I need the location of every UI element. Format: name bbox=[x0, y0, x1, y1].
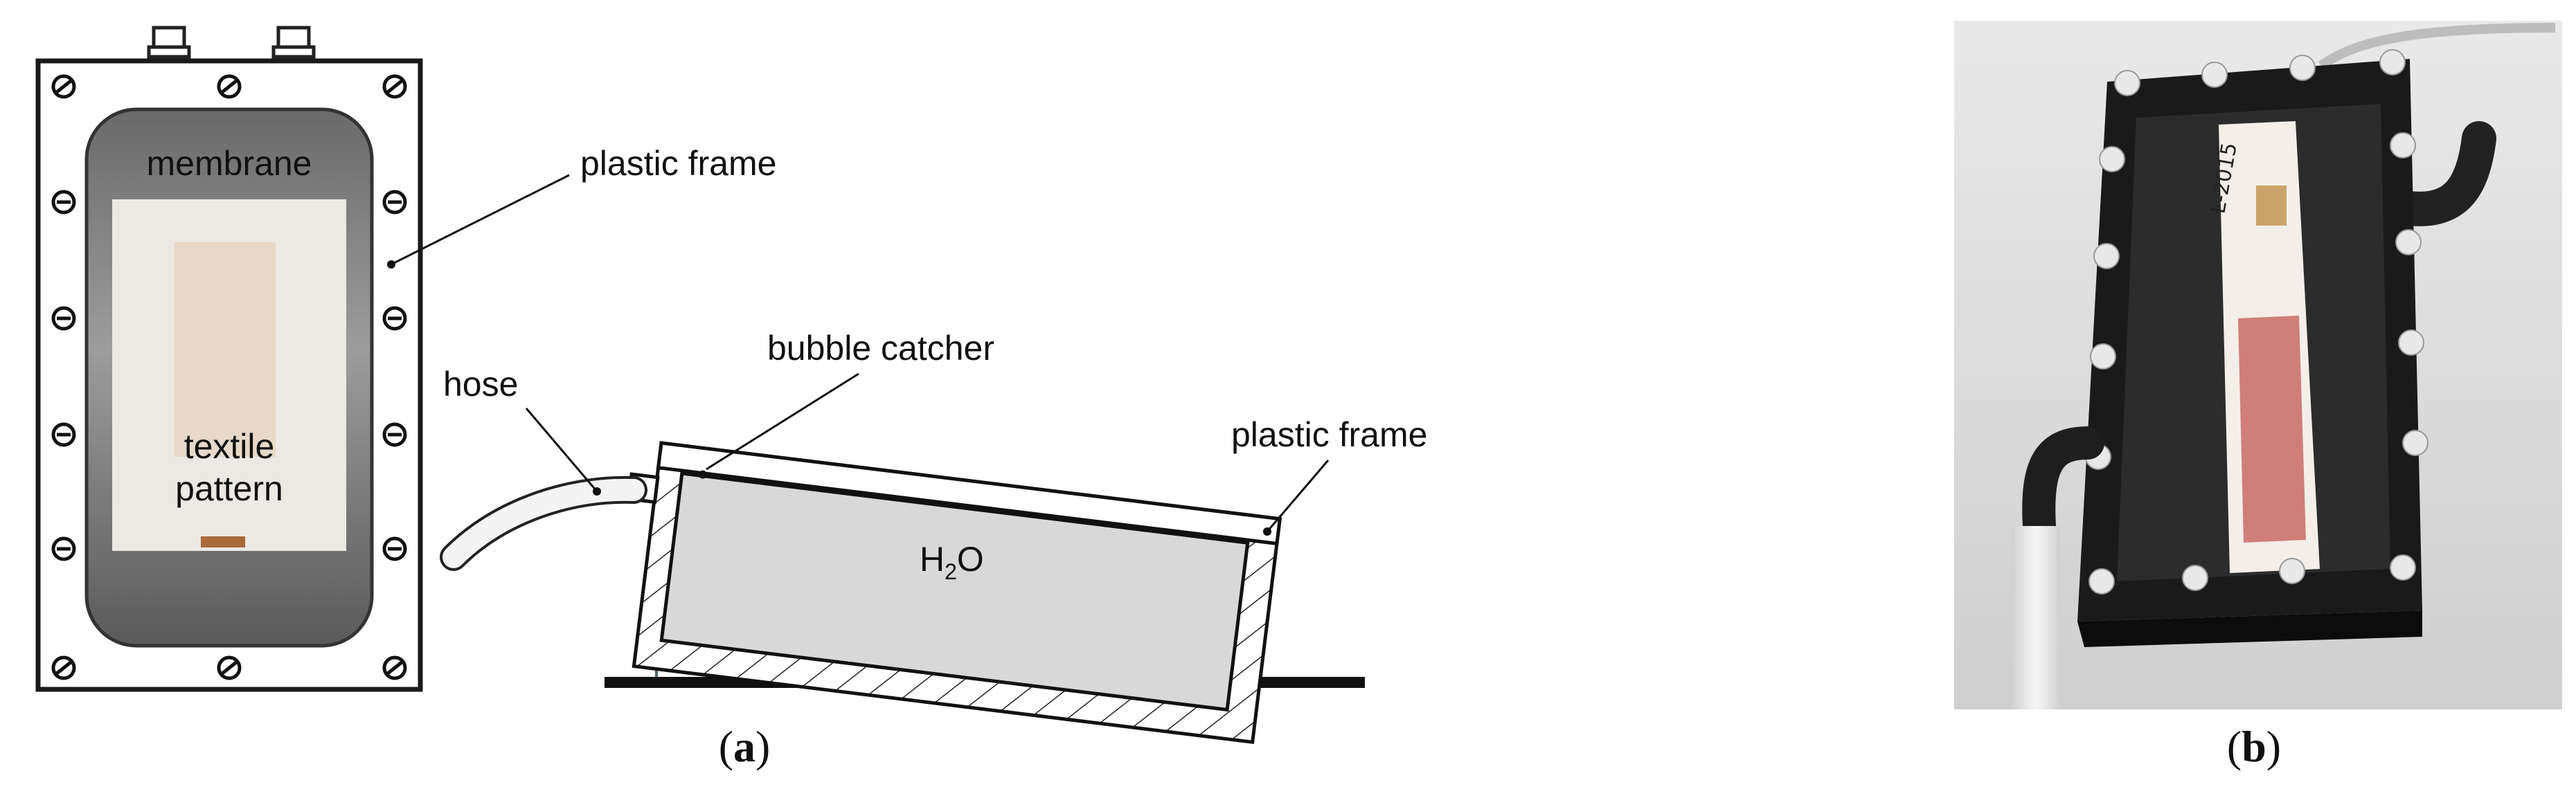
photo-sensor-chip bbox=[2256, 185, 2287, 226]
photo-elbow-right bbox=[2386, 121, 2496, 226]
leader-dot bbox=[1263, 527, 1271, 536]
top-connector-left bbox=[147, 26, 191, 59]
label-hose: hose bbox=[443, 365, 518, 403]
photo-hose-bottom bbox=[2012, 526, 2060, 709]
screw-icon bbox=[382, 74, 407, 99]
photo-red-pattern bbox=[2238, 316, 2306, 543]
leader-plastic-frame-side bbox=[1266, 460, 1330, 532]
leader-dot bbox=[387, 260, 395, 269]
photo-tube-top bbox=[2318, 23, 2556, 70]
screw-icon bbox=[51, 306, 76, 331]
screw-icon bbox=[217, 655, 242, 680]
screw-icon bbox=[382, 655, 407, 680]
screw-icon bbox=[51, 74, 76, 99]
photo-panel: L-2015 bbox=[1954, 21, 2562, 709]
screw-icon bbox=[382, 190, 407, 215]
caption-b: (b) bbox=[2227, 722, 2281, 771]
top-connector-right bbox=[271, 26, 316, 59]
screw-icon bbox=[382, 306, 407, 331]
photo-device-side bbox=[2077, 610, 2422, 647]
label-membrane: membrane bbox=[147, 144, 312, 183]
bubble-catcher-dot bbox=[698, 470, 707, 479]
lid bbox=[656, 441, 1282, 546]
leader-dot bbox=[593, 487, 601, 496]
water-chamber bbox=[659, 471, 1250, 712]
hose-tube-inner bbox=[442, 478, 645, 568]
screw-icon bbox=[217, 74, 242, 99]
screw-icon bbox=[51, 655, 76, 680]
top-view-device: membrane textile pattern plastic frame bbox=[35, 26, 776, 692]
screw-icon bbox=[51, 422, 76, 447]
leader-hose bbox=[525, 408, 598, 492]
textile-pattern-strip bbox=[175, 242, 276, 457]
photo-elbow-left bbox=[2022, 426, 2104, 543]
side-view-device: H2O hose bubble catcher plastic frame bbox=[440, 329, 1427, 745]
label-plastic-frame-top: plastic frame bbox=[580, 144, 776, 183]
screw-icon bbox=[382, 536, 407, 561]
label-bubble-catcher: bubble catcher bbox=[767, 329, 994, 368]
photo-bolts bbox=[2085, 49, 2429, 595]
label-textile-line1: textile bbox=[184, 427, 275, 466]
screw-icon bbox=[51, 190, 76, 215]
label-plastic-frame-side: plastic frame bbox=[1231, 415, 1427, 454]
screw-icon bbox=[51, 536, 76, 561]
caption-a: (a) bbox=[719, 722, 771, 771]
leader-plastic-frame-top bbox=[391, 174, 570, 266]
screw-icon bbox=[382, 422, 407, 447]
label-water: H2O bbox=[920, 540, 984, 584]
tilted-box bbox=[627, 441, 1282, 745]
label-textile-line2: pattern bbox=[175, 469, 283, 508]
textile-pattern-connector bbox=[201, 536, 245, 547]
leader-bubble-catcher bbox=[706, 372, 859, 471]
